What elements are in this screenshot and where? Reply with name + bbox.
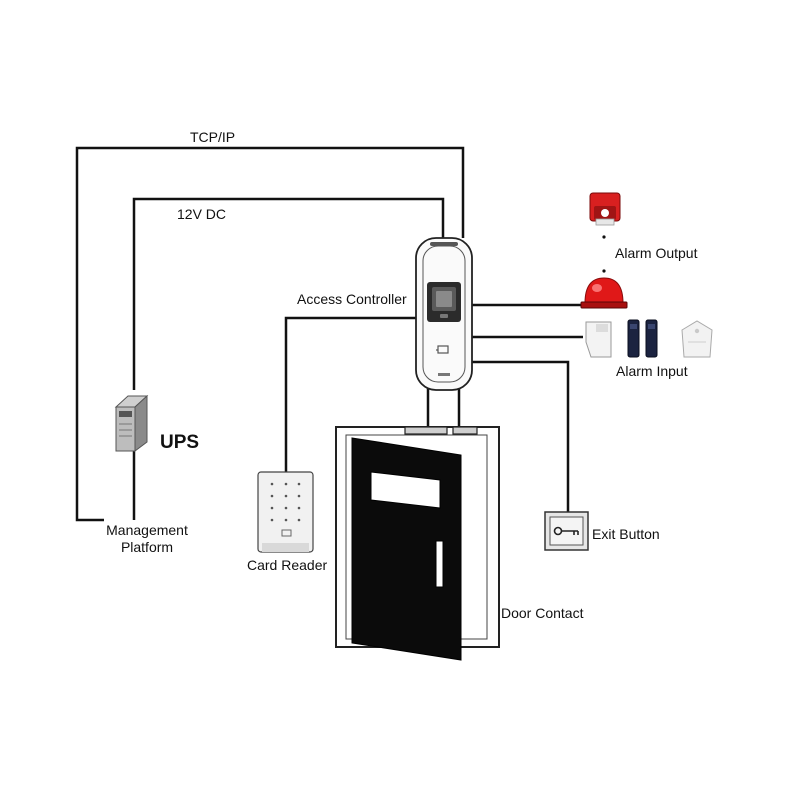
- alarm-output-label: Alarm Output: [615, 245, 698, 261]
- strobe-light-icon: [580, 277, 628, 309]
- tcp-ip-wire: [75, 146, 465, 522]
- beam-detector-icon: [627, 319, 658, 358]
- door-contact-sensor: [452, 426, 478, 435]
- management-platform-line1: Management: [106, 522, 188, 538]
- smoke-detector-icon: [681, 320, 713, 358]
- dc-12v-wire: [132, 197, 445, 390]
- card-reader-device: [257, 471, 314, 553]
- exit-button-wire: [470, 360, 570, 512]
- door-contact-label: Door Contact: [501, 605, 584, 621]
- door-handle: [435, 540, 444, 588]
- ups-label: UPS: [160, 432, 200, 453]
- exit-button-device: [544, 511, 589, 551]
- door: [335, 426, 500, 661]
- alarm-output-dots: [602, 235, 606, 273]
- door-leaf: [351, 437, 462, 661]
- door-window: [370, 471, 441, 509]
- exit-button-label: Exit Button: [592, 526, 660, 542]
- access-controller-label: Access Controller: [297, 291, 407, 307]
- card-reader-wire: [284, 316, 416, 472]
- access-controller: [415, 237, 473, 391]
- tcp-ip-label: TCP/IP: [190, 129, 236, 145]
- pir-detector-icon: [585, 321, 612, 358]
- alarm-input-label: Alarm Input: [616, 363, 688, 379]
- card-reader-symbol-icon: [436, 345, 449, 354]
- ups-device: [114, 394, 149, 452]
- door-lock: [404, 426, 448, 435]
- management-platform-label: Management Platform: [100, 522, 194, 556]
- key-icon: [553, 526, 579, 536]
- dc-12v-label: 12V DC: [177, 206, 227, 222]
- card-symbol-icon: [281, 529, 292, 537]
- card-reader-label: Card Reader: [247, 557, 328, 573]
- wires: [75, 146, 583, 522]
- siren-icon: [589, 192, 621, 226]
- keypad: [270, 482, 301, 522]
- fingerprint-icon: [427, 282, 461, 322]
- management-platform-line2: Platform: [120, 538, 174, 555]
